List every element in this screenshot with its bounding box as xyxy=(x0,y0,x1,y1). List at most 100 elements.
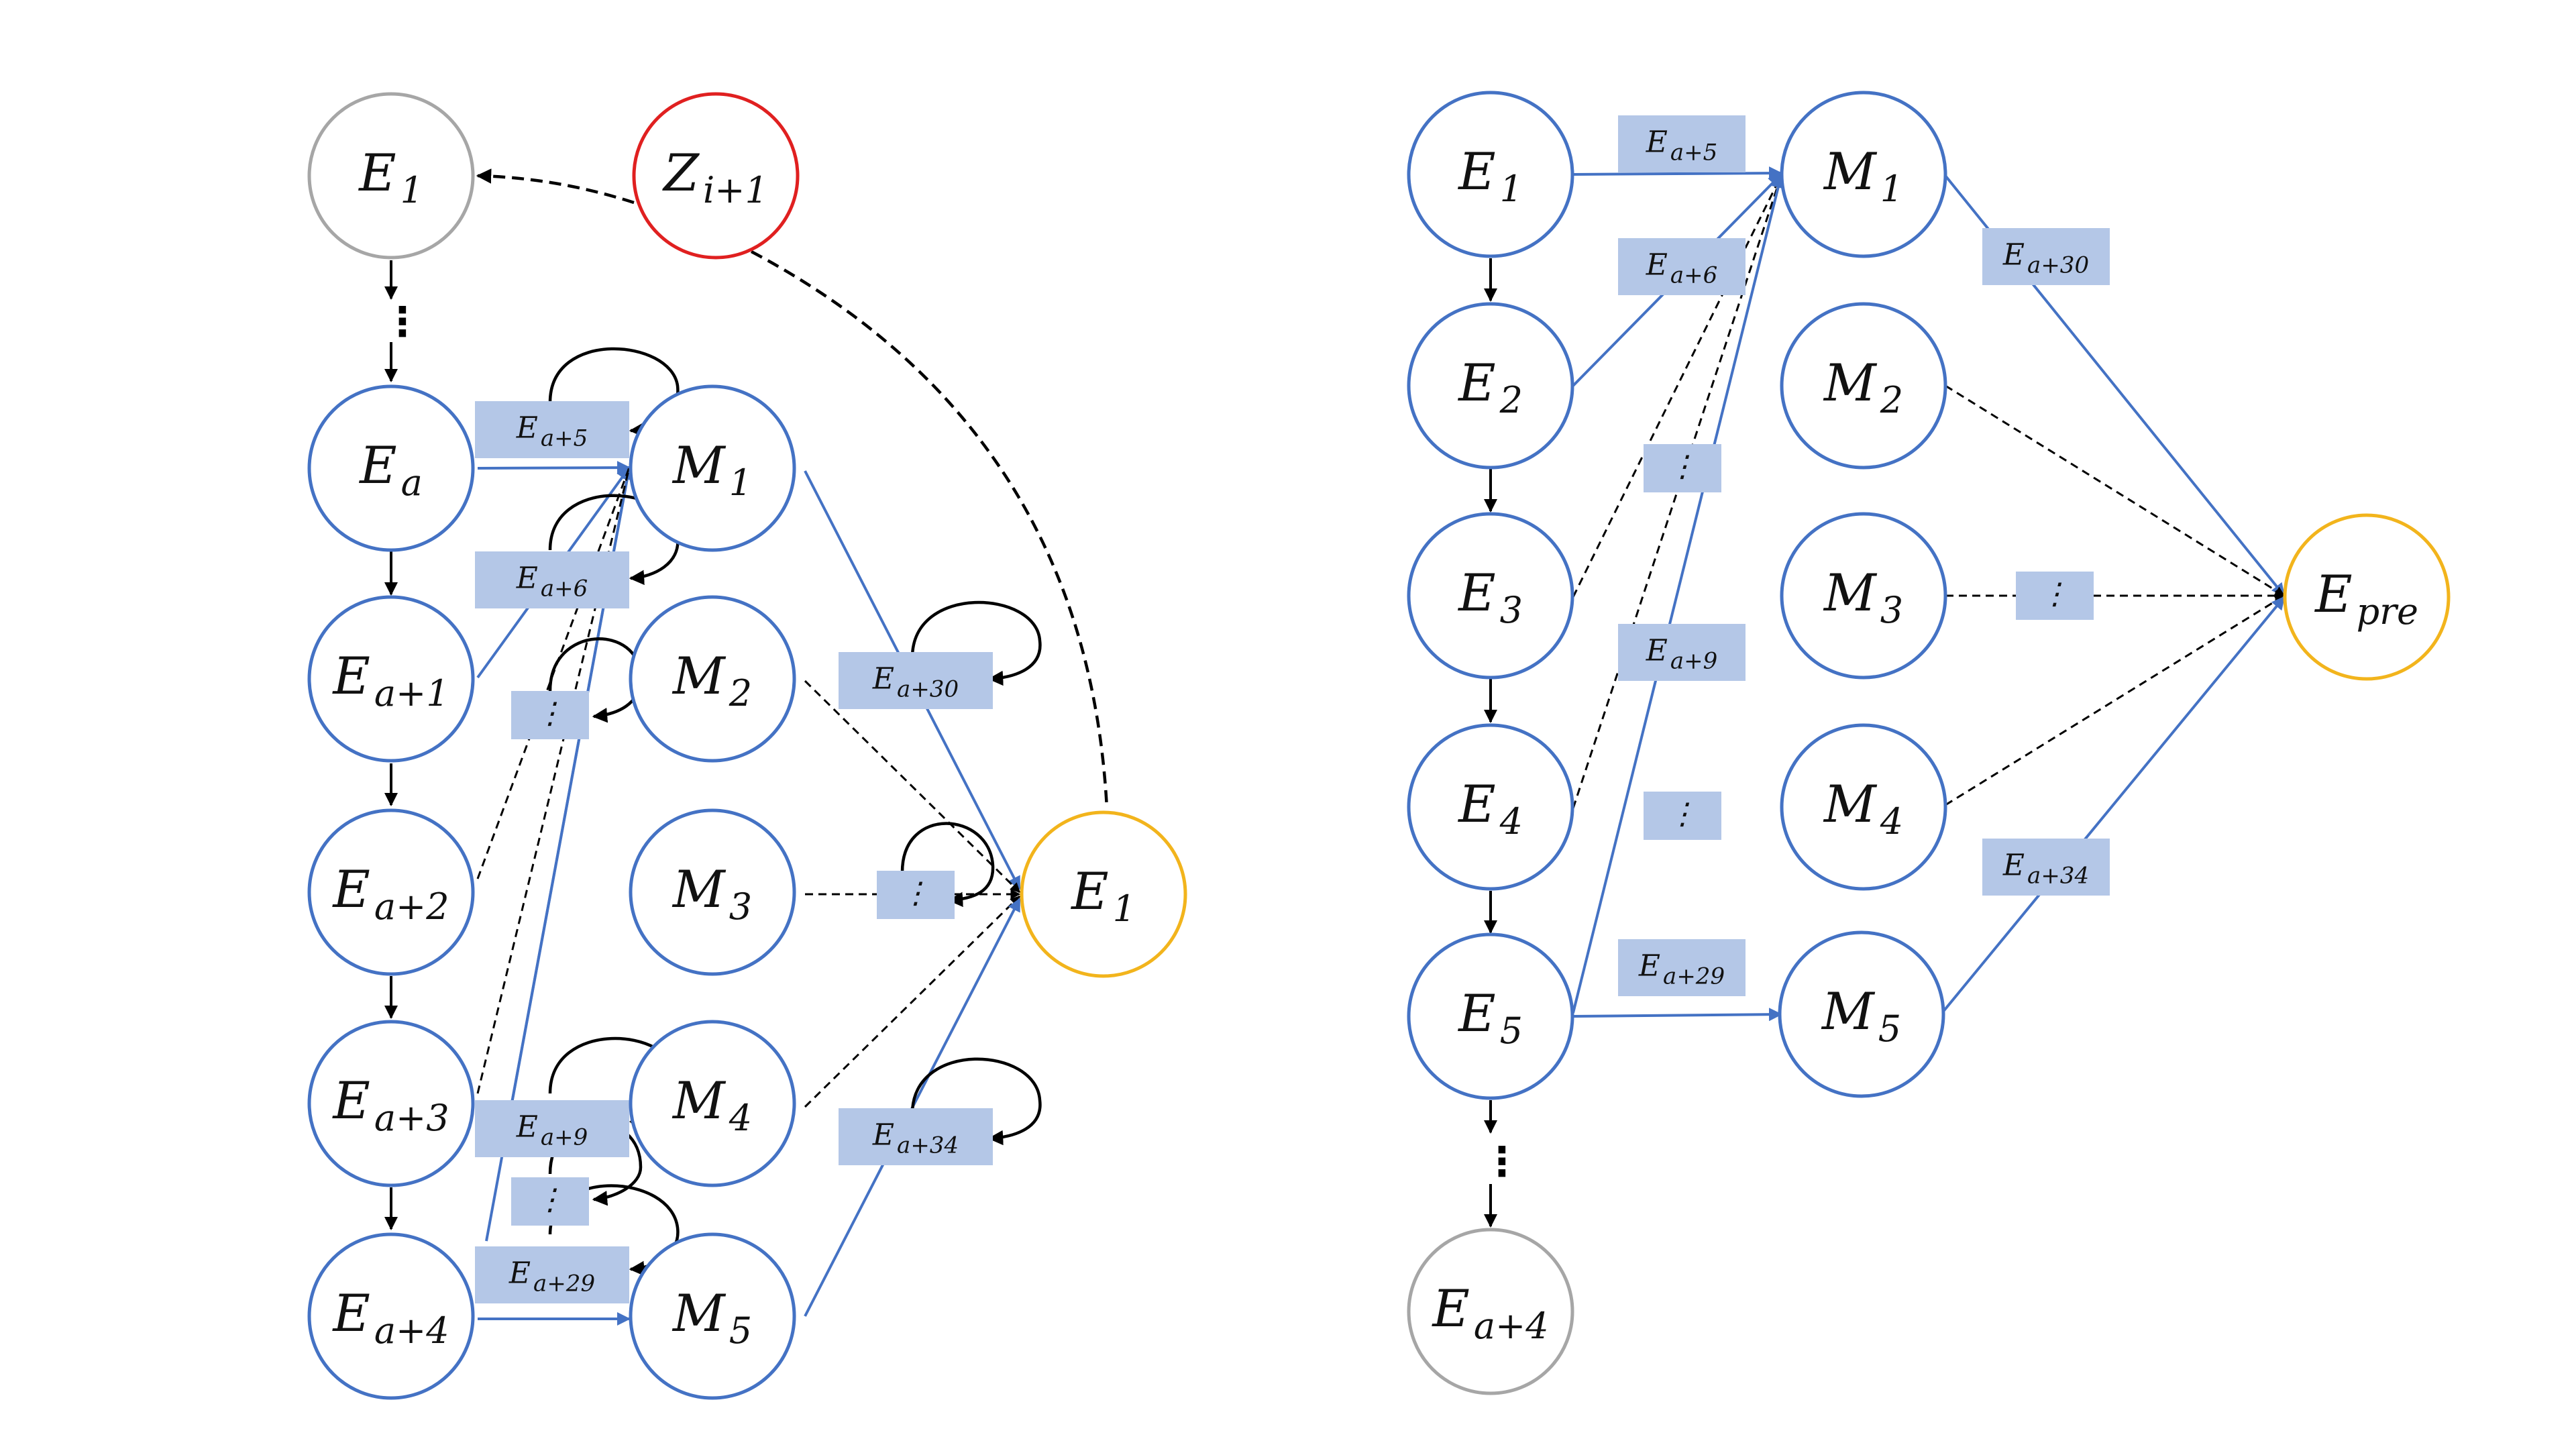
node-circle xyxy=(1407,932,1574,1100)
z-to-output-dashed-arc xyxy=(750,250,1109,809)
self-loop-a30 xyxy=(910,600,1042,686)
edge-label-box xyxy=(511,1177,589,1226)
node-label-base: E xyxy=(1457,142,1495,201)
node-circle xyxy=(632,92,800,260)
node-label-subscript: a+1 xyxy=(374,672,449,714)
node-label-subscript: 1 xyxy=(400,169,423,211)
edge-label-subscript: a+34 xyxy=(897,1132,959,1159)
edge-label-subscript: a+9 xyxy=(541,1124,588,1151)
node-label-subscript: 4 xyxy=(1880,800,1903,843)
node-label-subscript: 1 xyxy=(1113,888,1136,930)
node-label-base: E xyxy=(331,859,370,919)
edge-label-box xyxy=(839,1108,993,1165)
node-circle xyxy=(307,1232,475,1400)
edge-label-box xyxy=(475,551,629,608)
edge-label-subscript: a+6 xyxy=(1670,262,1717,289)
edge-label-text: ⋮ xyxy=(1668,797,1697,831)
edge-label-base: E xyxy=(872,662,894,696)
node-label-subscript: pre xyxy=(2357,590,2418,633)
edge-label-base: ⋮ xyxy=(1668,449,1697,484)
node-circle xyxy=(1407,512,1574,680)
r-edge-e3-m1-dashed xyxy=(1572,175,1782,598)
edge-label-base: ⋮ xyxy=(535,696,565,731)
node-label-base: E xyxy=(1457,353,1495,413)
node-label-base: M xyxy=(672,1071,727,1130)
node-label-base: Z xyxy=(662,143,700,203)
node-circle xyxy=(307,92,475,260)
edge-label-box xyxy=(475,1100,629,1157)
node-label-base: M xyxy=(1823,563,1878,623)
node-label-base: E xyxy=(1457,983,1495,1043)
node-label-base: M xyxy=(672,859,727,919)
edge-label-box xyxy=(839,652,993,709)
node-circle xyxy=(629,1232,796,1400)
node-label-subscript: a+4 xyxy=(374,1309,449,1352)
edge-label-ellipsis: ⋮ xyxy=(1644,444,1721,492)
edge-label-box xyxy=(475,401,629,458)
node-label-subscript: 2 xyxy=(1880,379,1903,421)
node-label-base: E xyxy=(1457,563,1495,623)
node-circle xyxy=(1020,810,1187,978)
edge-label-box xyxy=(1618,115,1746,172)
node-circle xyxy=(1780,512,1947,680)
edge-label-base: E xyxy=(2002,849,2025,883)
edge-label-box xyxy=(475,1246,629,1303)
node-label-base: M xyxy=(1823,142,1878,201)
edge-label-base: E xyxy=(1646,248,1668,282)
node-label-subscript: a+4 xyxy=(1474,1305,1549,1347)
edge-label-subscript: a+34 xyxy=(2027,863,2089,890)
edge-label-base: E xyxy=(872,1118,894,1152)
node-circle xyxy=(1778,930,1945,1098)
node-label-base: E xyxy=(2314,564,2352,624)
r-edge-m2-epre xyxy=(1945,384,2286,597)
edge-m4-output xyxy=(804,895,1021,1108)
node-circle xyxy=(1780,91,1947,258)
node-label-subscript: 2 xyxy=(1499,379,1523,421)
node-label-subscript: 1 xyxy=(1500,168,1523,210)
node-label-subscript: i+1 xyxy=(703,169,768,211)
edge-label-text: ⋮ xyxy=(535,1183,565,1217)
edge-label-box xyxy=(2016,572,2094,620)
node-label-base: M xyxy=(672,1283,727,1343)
edge-label-box xyxy=(1644,444,1721,492)
node-label-base: E xyxy=(1070,861,1108,921)
self-loop-vdots3 xyxy=(900,822,995,908)
edge-label-box xyxy=(1982,228,2110,285)
node-label-subscript: 5 xyxy=(729,1309,752,1352)
node-label-subscript: 2 xyxy=(729,672,752,714)
